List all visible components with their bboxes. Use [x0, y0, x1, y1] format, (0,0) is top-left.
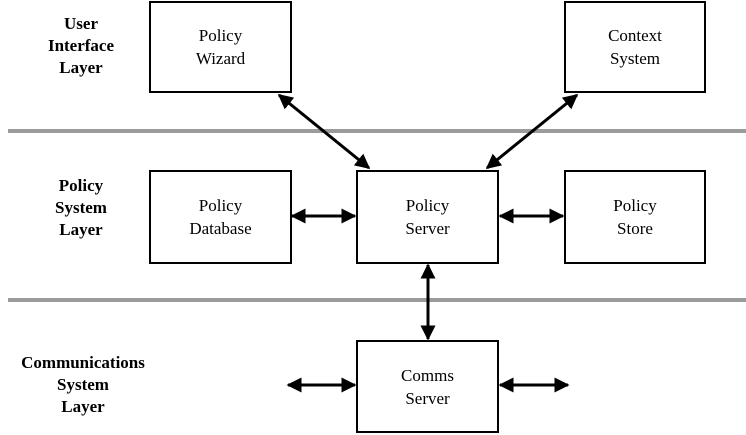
policy-server-box: Policy Server — [356, 170, 499, 264]
policy-database-label: Policy Database — [189, 196, 252, 238]
context-system-box: Context System — [564, 1, 706, 93]
layer-label-policy-system: Policy System Layer — [55, 176, 107, 239]
arrow-wizard-to-server — [277, 93, 371, 170]
layer-divider-lower — [8, 298, 746, 302]
policy-wizard-box: Policy Wizard — [149, 1, 292, 93]
policy-wizard-label: Policy Wizard — [195, 26, 246, 68]
layer-label-user-interface: User Interface Layer — [47, 14, 115, 77]
policy-database-box: Policy Database — [149, 170, 292, 264]
policy-store-label: Policy Store — [613, 196, 657, 238]
policy-server-label: Policy Server — [405, 196, 450, 238]
arrow-context-to-server — [485, 93, 579, 170]
comms-server-box: Comms Server — [356, 340, 499, 433]
context-system-label: Context System — [608, 26, 662, 68]
layer-divider-upper — [8, 129, 746, 133]
comms-server-label: Comms Server — [401, 365, 454, 408]
layer-label-communications-system: Communications System Layer — [21, 353, 145, 416]
policy-store-box: Policy Store — [564, 170, 706, 264]
